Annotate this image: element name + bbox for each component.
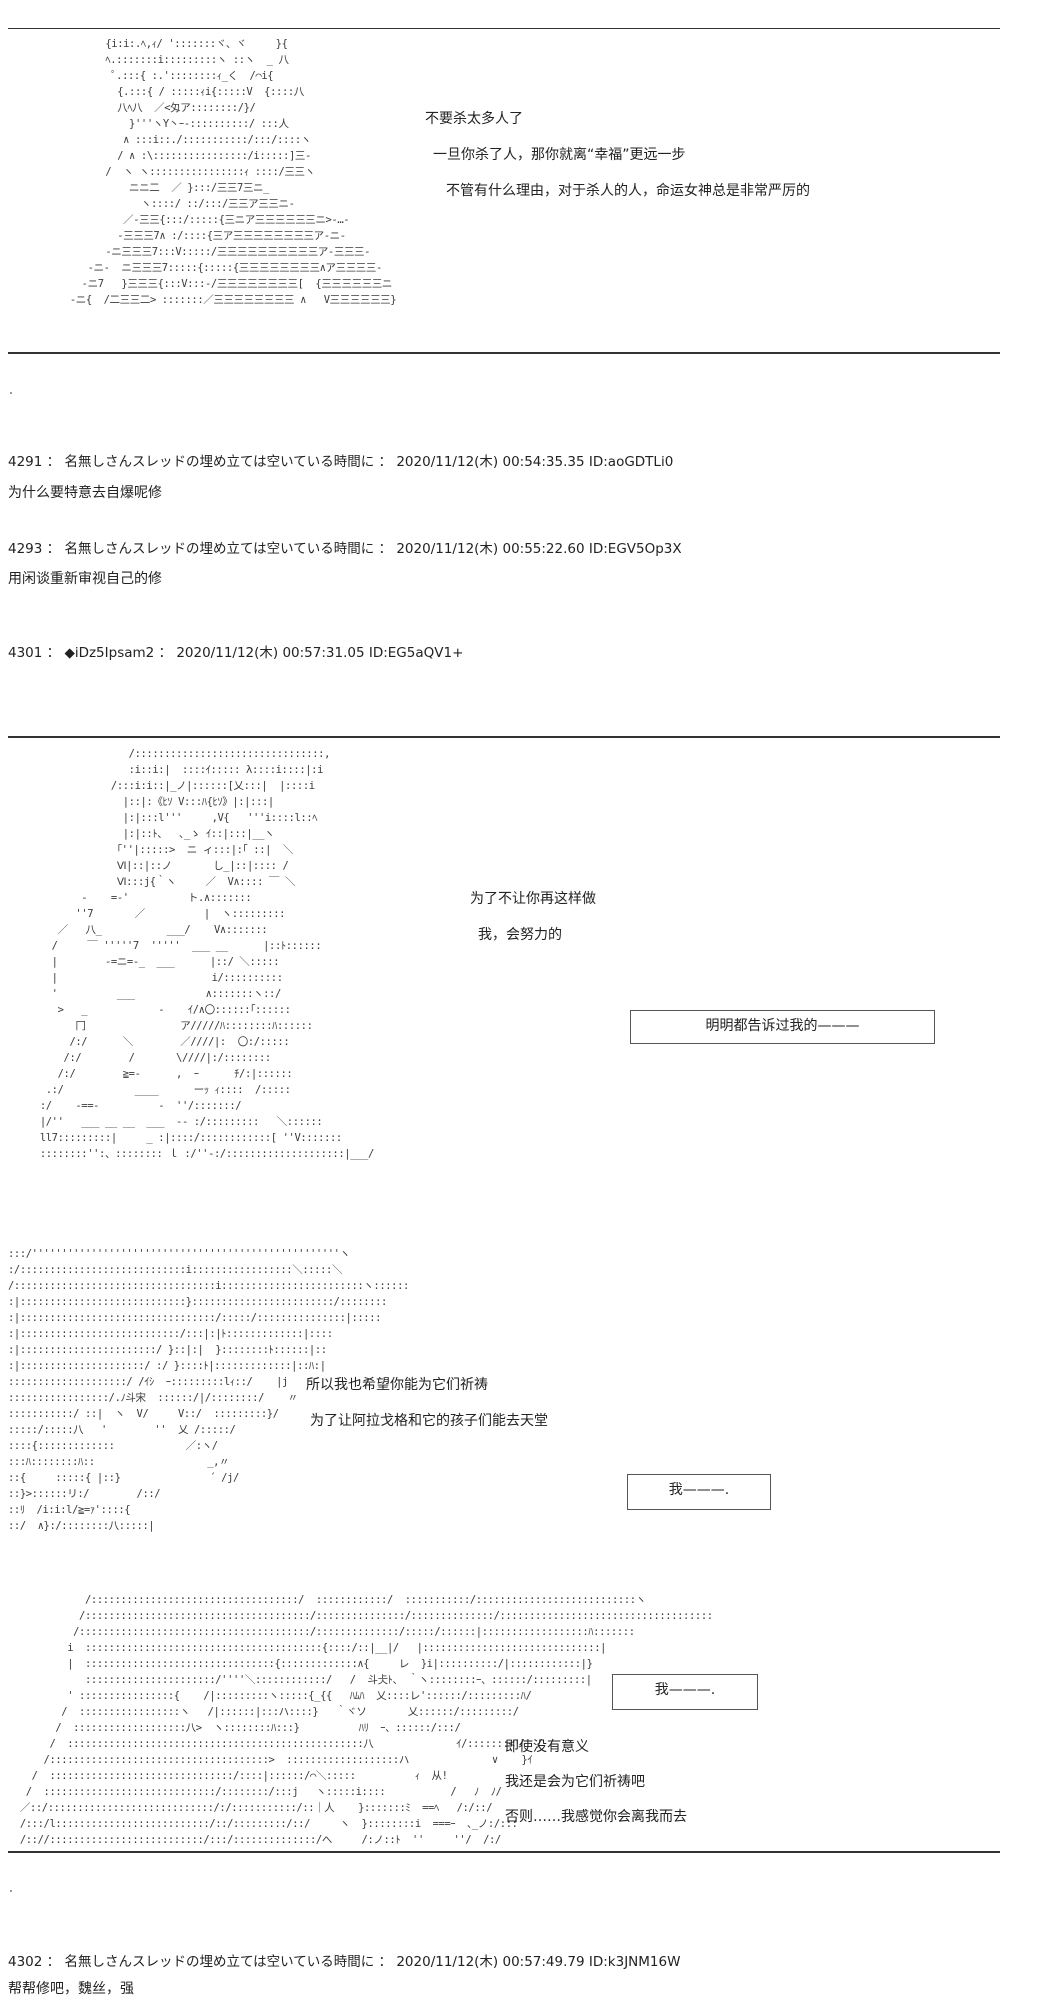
speck	[10, 392, 12, 394]
dialogue-line: 所以我也希望你能为它们祈祷	[306, 1377, 488, 1393]
ascii-art-1: {i:i:.ﾍ,ｨ/ ':::::::ヾ、ヾ }{ ﾍ.:::::::i::::…	[69, 38, 397, 306]
post-body: 用闲谈重新审视自己的修	[8, 571, 162, 587]
post-body: 为什么要特意去自爆呢修	[8, 485, 162, 501]
ascii-art-3: :::/''''''''''''''''''''''''''''''''''''…	[8, 1248, 409, 1532]
dialogue-line: 一旦你杀了人，那你就离“幸福”更远一步	[433, 147, 686, 163]
ascii-art-2: /::::::::::::::::::::::::::::::::, :i::i…	[39, 748, 374, 1160]
divider	[8, 352, 1000, 354]
ascii-art-4: /:::::::::::::::::::::::::::::::::::/ ::…	[19, 1594, 713, 1846]
boxed-dialogue-text: 我———.	[654, 1682, 716, 1698]
dialogue-line: 为了不让你再这样做	[470, 891, 596, 907]
post-header: 4291 ： 名無しさんスレッドの埋め立ては空いている時間に ： 2020/11…	[8, 454, 674, 470]
post-header: 4293 ： 名無しさんスレッドの埋め立ては空いている時間に ： 2020/11…	[8, 541, 682, 557]
dialogue-line: 我还是会为它们祈祷吧	[505, 1774, 645, 1790]
divider	[8, 736, 1000, 738]
divider	[8, 28, 1000, 29]
dialogue-line: 即使没有意义	[505, 1739, 589, 1755]
dialogue-line: 否则……我感觉你会离我而去	[505, 1809, 687, 1825]
boxed-dialogue-text: 明明都告诉过我的———	[705, 1018, 860, 1034]
dialogue-line: 我，会努力的	[478, 927, 562, 943]
dialogue-line: 不要杀太多人了	[425, 111, 523, 127]
post-header: 4301 ： ◆iDz5Ipsam2 ： 2020/11/12(木) 00:57…	[8, 645, 464, 661]
post-header: 4302 ： 名無しさんスレッドの埋め立ては空いている時間に ： 2020/11…	[8, 1954, 681, 1970]
speck	[10, 1890, 12, 1892]
boxed-dialogue-text: 我———.	[668, 1482, 730, 1498]
divider	[8, 1851, 1000, 1853]
post-body: 帮帮修吧，魏丝，强	[8, 1981, 134, 1997]
boxed-dialogue: 明明都告诉过我的———	[630, 1010, 935, 1044]
dialogue-line: 为了让阿拉戈格和它的孩子们能去天堂	[310, 1413, 548, 1429]
dialogue-line: 不管有什么理由，对于杀人的人，命运女神总是非常严厉的	[446, 183, 810, 199]
boxed-dialogue: 我———.	[627, 1474, 771, 1510]
boxed-dialogue: 我———.	[612, 1674, 758, 1710]
